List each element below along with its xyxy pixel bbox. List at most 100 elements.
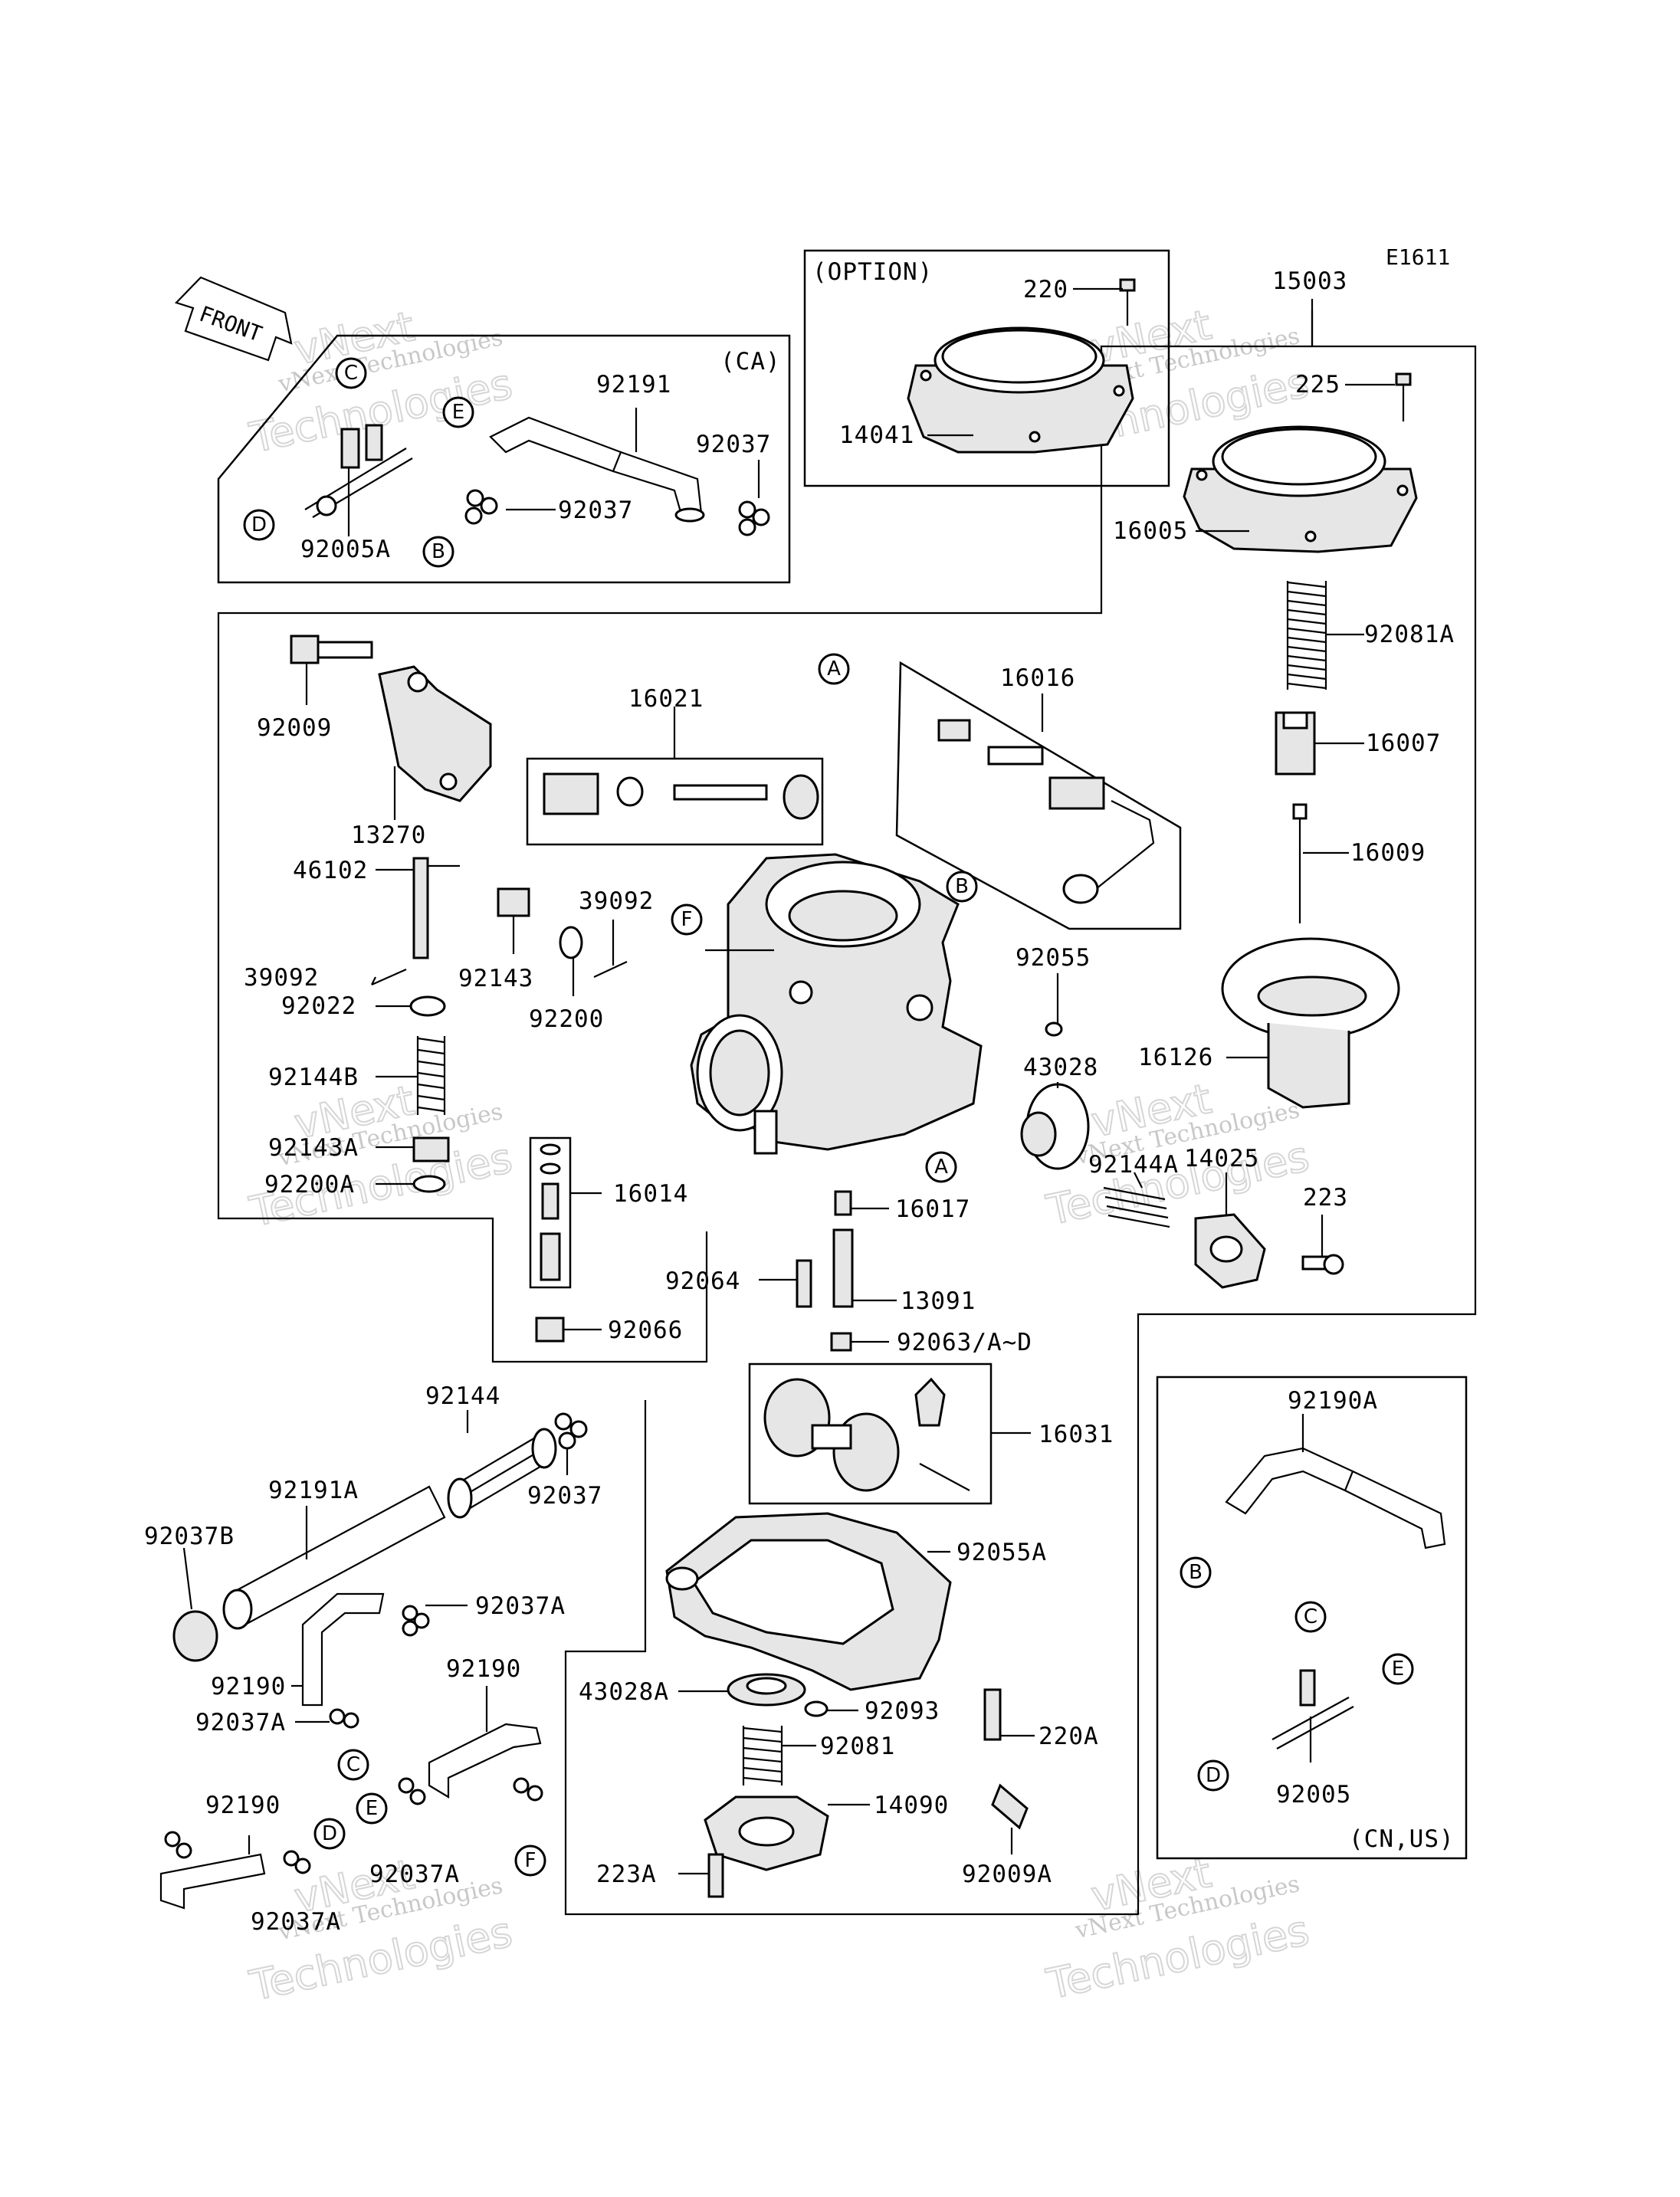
spring-92081A — [1286, 581, 1327, 690]
label-92037-c: 92037 — [527, 1482, 602, 1510]
ref-d-lower: D — [313, 1818, 346, 1850]
jet-13091 — [832, 1228, 854, 1308]
label-14025: 14025 — [1184, 1145, 1259, 1172]
hose-92191 — [489, 416, 705, 523]
collar-92143 — [497, 887, 530, 917]
clip-f — [513, 1777, 543, 1802]
label-39092-b: 39092 — [579, 887, 654, 915]
spring-92144B — [416, 1036, 446, 1115]
label-15003: 15003 — [1272, 267, 1347, 295]
label-16031: 16031 — [1039, 1421, 1114, 1448]
cover-14025 — [1194, 1213, 1266, 1289]
screw-223A — [707, 1853, 724, 1898]
label-92190-b: 92190 — [446, 1655, 521, 1683]
label-43028A: 43028A — [579, 1678, 669, 1706]
choke-cable-16016 — [937, 719, 1155, 904]
svg-text:C: C — [346, 1753, 360, 1776]
label-92200A: 92200A — [264, 1171, 355, 1199]
ref-c-cnus: C — [1294, 1601, 1327, 1633]
label-16009: 16009 — [1350, 839, 1426, 867]
spring-92081 — [742, 1726, 783, 1785]
label-92037B: 92037B — [144, 1523, 235, 1550]
screw-92009A — [991, 1783, 1029, 1830]
diaphragm-43028 — [1020, 1083, 1090, 1170]
box-16014 — [529, 1136, 572, 1289]
label-92055: 92055 — [1016, 944, 1091, 972]
ref-c-ca: C — [335, 357, 367, 389]
cover-14090 — [704, 1795, 829, 1871]
plunger-16021 — [543, 772, 819, 820]
main-outline-right — [564, 310, 1477, 1916]
diaphragm-43028A — [727, 1673, 806, 1707]
clip-92037A-b — [329, 1708, 359, 1729]
hose-92190-a — [301, 1592, 385, 1707]
spring-92144 — [447, 1428, 557, 1519]
box-16016 — [895, 661, 1182, 930]
svg-text:FRONT: FRONT — [196, 301, 266, 347]
label-92037A-a: 92037A — [475, 1592, 566, 1620]
label-92063: 92063/A~D — [897, 1329, 1032, 1356]
ref-f-lower: F — [514, 1844, 546, 1877]
label-92037A-b: 92037A — [195, 1709, 286, 1736]
label-92037-a: 92037 — [696, 431, 771, 458]
label-92064: 92064 — [665, 1267, 740, 1295]
svg-text:D: D — [1206, 1764, 1221, 1787]
svg-text:E: E — [1392, 1658, 1404, 1681]
clip-92037-b — [464, 489, 498, 525]
option-box-label: (OPTION) — [812, 258, 933, 286]
ref-d-cnus: D — [1197, 1759, 1229, 1792]
svg-text:E: E — [366, 1797, 378, 1820]
svg-text:C: C — [1304, 1605, 1317, 1628]
label-92037A-d: 92037A — [251, 1908, 341, 1936]
diagram-code: E1611 — [1386, 244, 1450, 270]
bracket-13270 — [378, 665, 492, 802]
label-92144B: 92144B — [268, 1064, 359, 1091]
ref-e-lower: E — [356, 1792, 388, 1825]
label-223: 223 — [1303, 1184, 1348, 1212]
cn-us-box-label: (CN,US) — [1349, 1825, 1455, 1853]
ref-b-ca: B — [422, 536, 454, 568]
svg-text:B: B — [1189, 1561, 1203, 1584]
label-92009: 92009 — [257, 714, 332, 742]
label-16014: 16014 — [613, 1180, 688, 1208]
washer-92200A — [412, 1175, 446, 1193]
clip-92037A-d — [283, 1850, 311, 1874]
cn-us-box — [1156, 1376, 1468, 1860]
label-92037-b: 92037 — [558, 497, 633, 524]
label-46102: 46102 — [293, 857, 368, 884]
label-92009A: 92009A — [962, 1861, 1052, 1888]
label-16016: 16016 — [1000, 664, 1075, 692]
oring-92055 — [1045, 1021, 1063, 1037]
label-223A: 223A — [596, 1861, 657, 1888]
label-92191A: 92191A — [268, 1477, 359, 1504]
screw-220 — [1119, 278, 1136, 326]
label-92022: 92022 — [281, 992, 356, 1020]
cap-16005 — [1183, 425, 1418, 553]
svg-text:B: B — [955, 875, 969, 898]
hose-92191A — [222, 1485, 446, 1630]
hose-92190A — [1225, 1447, 1446, 1549]
label-225: 225 — [1295, 371, 1340, 398]
rod-46102 — [412, 857, 460, 959]
clip-small-bottom-left — [164, 1831, 192, 1859]
bolt-92009 — [290, 635, 373, 664]
spring-92144A — [1103, 1186, 1170, 1228]
label-92190-c: 92190 — [205, 1792, 281, 1819]
label-16017: 16017 — [895, 1195, 970, 1223]
svg-text:D: D — [322, 1822, 337, 1845]
clip-92037A-a — [402, 1605, 430, 1637]
pin-39092-b — [593, 961, 628, 978]
screw-220A — [983, 1688, 1002, 1741]
jet-16017 — [834, 1190, 852, 1216]
label-92093: 92093 — [865, 1697, 940, 1725]
label-92081A: 92081A — [1364, 621, 1455, 648]
jet-92066 — [535, 1317, 565, 1343]
label-13270: 13270 — [351, 821, 426, 849]
ref-e-cnus: E — [1382, 1653, 1414, 1685]
hose-92190-b — [428, 1723, 542, 1799]
label-16021: 16021 — [628, 685, 704, 713]
option-box — [803, 249, 1170, 487]
label-92144: 92144 — [425, 1382, 500, 1410]
label-92144A: 92144A — [1088, 1151, 1179, 1179]
